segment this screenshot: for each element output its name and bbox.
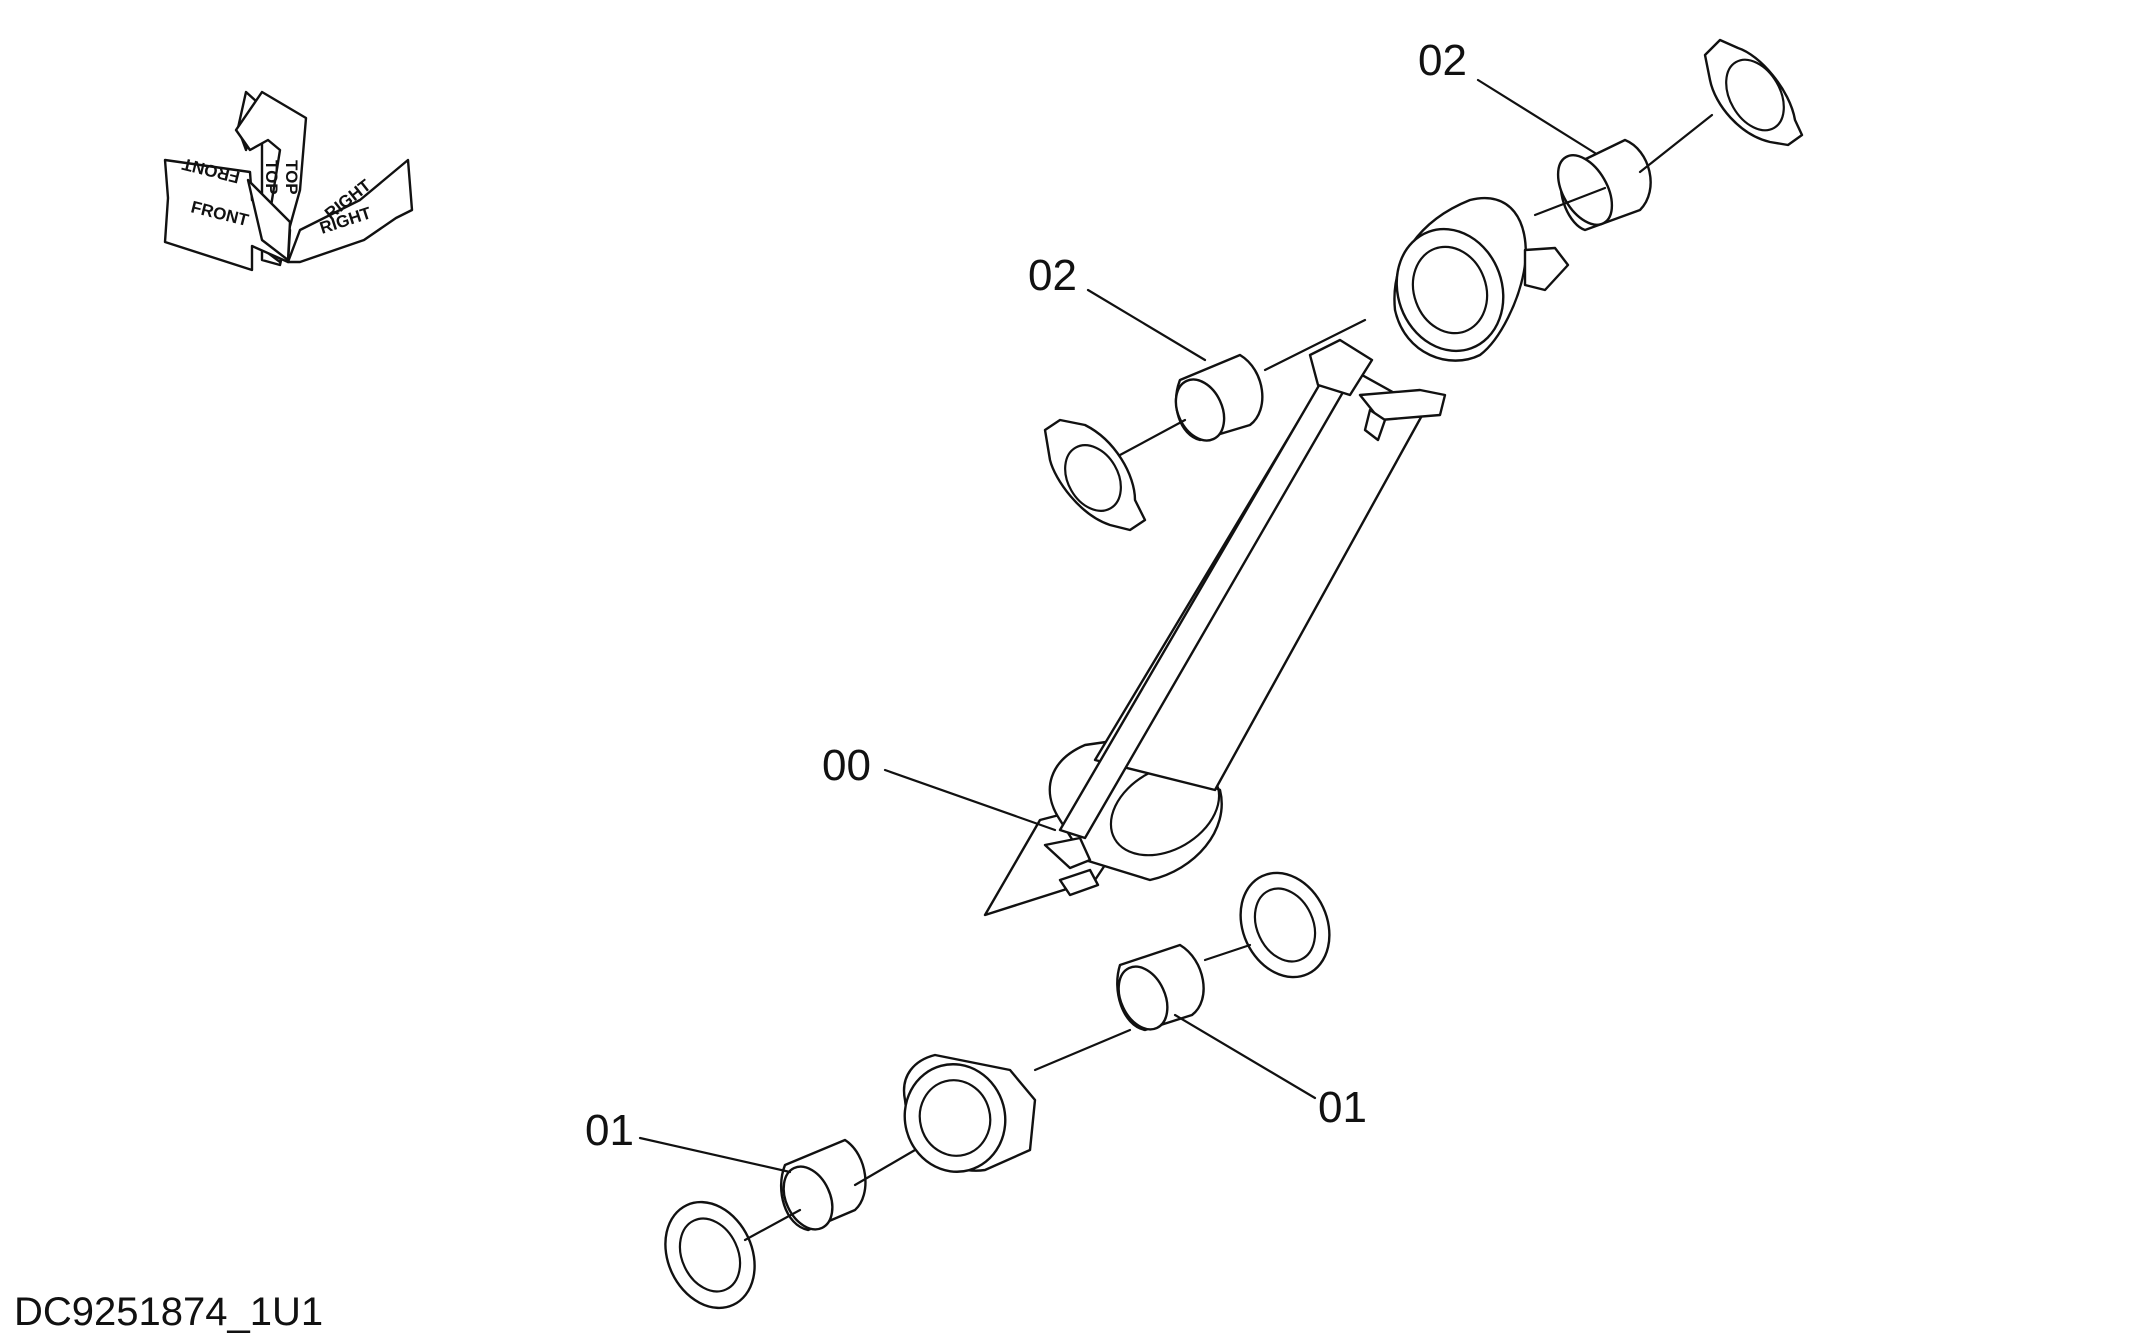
leader-lines	[638, 78, 1597, 1174]
orientation-icon: FRONT FRONT TOP TOP RIGHT RIGHT	[163, 90, 414, 272]
callout-labels: 02 02 00 01 01	[585, 36, 1467, 1155]
drawing-number: DC9251874_1U1	[14, 1290, 323, 1334]
middle-left-shim	[1043, 418, 1147, 532]
lower-left-bushing	[780, 1138, 867, 1232]
callout-02-upper-bushing: 02	[1418, 36, 1467, 85]
upper-right-shim	[1703, 38, 1804, 147]
upper-right-bushing	[1556, 138, 1652, 232]
callout-02-middle-bushing: 02	[1028, 251, 1077, 300]
callout-00-cylinder: 00	[822, 741, 871, 790]
callout-01-left-bushing: 01	[585, 1106, 634, 1155]
lower-left-shim	[664, 1200, 756, 1310]
hydraulic-cylinder	[902, 197, 1570, 1173]
callout-01-right-bushing: 01	[1318, 1083, 1367, 1132]
orientation-top-label-mirrored: TOP	[282, 160, 301, 195]
middle-left-bushing	[1174, 353, 1264, 442]
exploded-axis-lines	[743, 113, 1714, 1242]
orientation-top-label: TOP	[262, 160, 281, 195]
lower-right-bushing	[1116, 943, 1205, 1032]
lower-right-shim	[1239, 871, 1331, 979]
